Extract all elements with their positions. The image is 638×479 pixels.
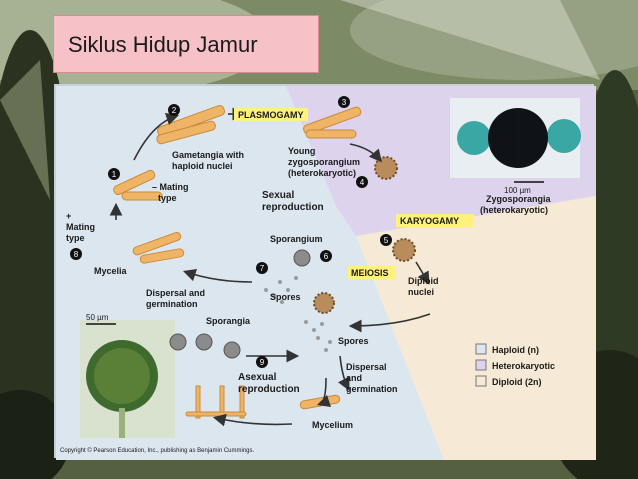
zygosporangia-label-2: (heterokaryotic) bbox=[480, 205, 548, 215]
sporangia-balls bbox=[169, 249, 311, 359]
sexual-label: Sexual bbox=[262, 190, 294, 201]
legend: Haploid (n) Heterokaryotic Diploid (2n) bbox=[475, 343, 555, 387]
plus-mating-label-2: Mating bbox=[66, 222, 95, 232]
spores-right-label: Spores bbox=[338, 336, 369, 346]
meiosis-label: MEIOSIS bbox=[351, 268, 389, 278]
young-zygo-label-3: (heterokaryotic) bbox=[288, 168, 356, 178]
dispersal2-label-3: germination bbox=[346, 384, 398, 394]
mycelium-label: Mycelium bbox=[312, 420, 353, 430]
plus-mating-label-3: type bbox=[66, 233, 85, 243]
scale-50-label: 50 µm bbox=[86, 313, 109, 322]
diploid-label: Diploid bbox=[408, 276, 439, 286]
step-1: 1 bbox=[112, 170, 117, 179]
gametangia-label-2: haploid nuclei bbox=[172, 161, 233, 171]
step-9: 9 bbox=[260, 358, 265, 367]
spores-center-label: Spores bbox=[270, 292, 301, 302]
zygosporangia-label: Zygosporangia bbox=[486, 194, 552, 204]
step-3: 3 bbox=[342, 98, 347, 107]
step-4: 4 bbox=[360, 178, 365, 187]
gametangia-label: Gametangia with bbox=[172, 150, 244, 160]
dispersal1-label-2: germination bbox=[146, 299, 198, 309]
step-6: 6 bbox=[324, 252, 329, 261]
mycelia-label: Mycelia bbox=[94, 266, 128, 276]
young-zygo-label: Young bbox=[288, 146, 315, 156]
dispersal2-label-2: and bbox=[346, 373, 362, 383]
spores-dots bbox=[264, 276, 332, 352]
zygosporangium-micrograph: 100 µm bbox=[450, 98, 581, 195]
asexual-label-2: reproduction bbox=[238, 384, 300, 395]
young-zygo-label-2: zygosporangium bbox=[288, 157, 360, 167]
step-markers: 1 2 3 4 5 6 7 8 9 bbox=[70, 96, 392, 368]
sexual-label-2: reproduction bbox=[262, 202, 324, 213]
dispersal1-label: Dispersal and bbox=[146, 288, 205, 298]
step-7: 7 bbox=[260, 264, 265, 273]
plasmogamy-label: PLASMOGAMY bbox=[238, 110, 304, 120]
sporangia-label: Sporangia bbox=[206, 316, 251, 326]
legend-diploid: Diploid (2n) bbox=[492, 377, 542, 387]
diploid-label-2: nuclei bbox=[408, 287, 434, 297]
scale-100-label: 100 µm bbox=[504, 186, 531, 195]
slide-title: Siklus Hidup Jamur bbox=[68, 32, 258, 57]
minus-mating-label-2: type bbox=[158, 193, 177, 203]
minus-mating-label: – Mating bbox=[152, 182, 189, 192]
plus-mating-label: + bbox=[66, 211, 71, 221]
zygosporangia bbox=[313, 156, 416, 314]
slide-title-box: Siklus Hidup Jamur bbox=[53, 15, 319, 73]
copyright-text: Copyright © Pearson Education, Inc., pub… bbox=[60, 447, 255, 454]
step-2: 2 bbox=[172, 106, 177, 115]
legend-heterokaryotic: Heterokaryotic bbox=[492, 361, 555, 371]
dispersal2-label: Dispersal bbox=[346, 362, 387, 372]
fungus-life-cycle-diagram: 100 µm 50 µm bbox=[54, 84, 596, 460]
cycle-arrows bbox=[109, 107, 431, 427]
step-5: 5 bbox=[384, 236, 389, 245]
sporangium-micrograph: 50 µm bbox=[80, 313, 175, 438]
karyogamy-label: KARYOGAMY bbox=[400, 216, 459, 226]
step-8: 8 bbox=[74, 250, 79, 259]
legend-haploid: Haploid (n) bbox=[492, 345, 539, 355]
sporangium-label: Sporangium bbox=[270, 234, 323, 244]
asexual-label: Asexual bbox=[238, 372, 277, 383]
